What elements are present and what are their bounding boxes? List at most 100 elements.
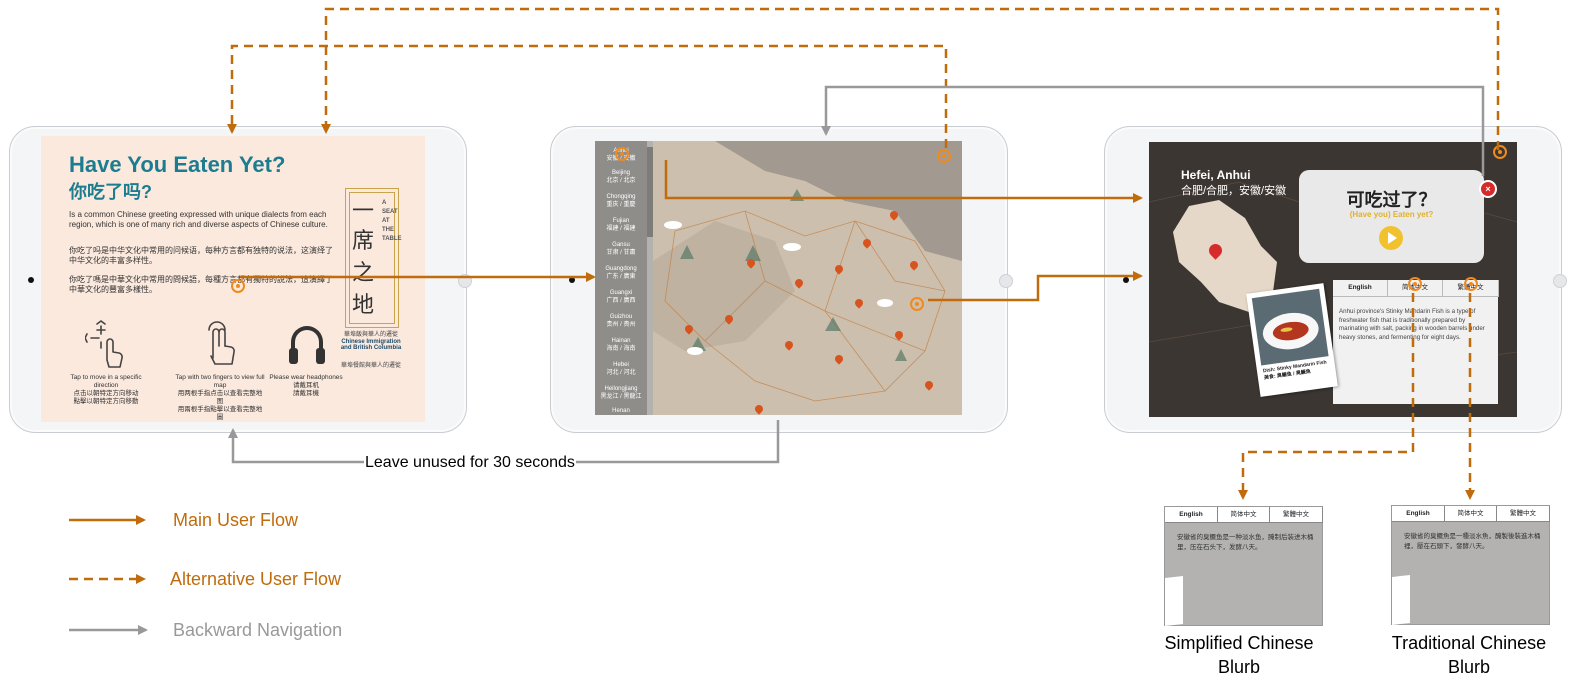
sidebar-item-label-cn: 河北 / 河北 [606, 370, 636, 376]
dish-photo [1251, 288, 1329, 366]
tab-english[interactable]: English [1333, 280, 1388, 297]
headphones-caption-sc: 请戴耳机 [293, 382, 319, 389]
two-finger-caption: Tap with two fingers to view full map 用两… [175, 374, 265, 422]
simplified-blurb-caption: Simplified Chinese Blurb [1164, 633, 1314, 677]
tab-english[interactable]: English [1392, 506, 1445, 522]
traditional-blurb-caption: Traditional Chinese Blurb [1391, 633, 1547, 677]
headphones-caption-tc: 請戴耳機 [293, 390, 319, 397]
two-finger-caption-tc: 用兩根手指點擊以查看完整地圖 [177, 406, 263, 421]
sidebar-item-label-cn: 黑龙江 / 黑龍江 [600, 394, 642, 400]
logo-caption-cn2: 華埠餐館與華人的遷徙 [340, 363, 401, 369]
seat-at-the-table-logo: 一 席 之 地 A SEAT AT THE TABLE [345, 188, 402, 328]
greeting-chinese: 可吃过了？ [1346, 190, 1437, 210]
alternative-flow-arrow [321, 7, 1500, 150]
sidebar-item-henan[interactable]: Henan [595, 407, 647, 415]
sidebar-item-guizhou[interactable]: Guizhou 贵州 / 貴州 [595, 313, 647, 329]
two-finger-caption-en: Tap with two fingers to view full map [175, 374, 265, 389]
sidebar-item-gansu[interactable]: Gansu 甘肃 / 甘肅 [595, 241, 647, 257]
headphones-caption-en: Please wear headphones [269, 374, 343, 381]
tap-move-caption-tc: 點擊以朝特定方向移動 [73, 398, 139, 405]
intro-english: Is a common Chinese greeting expressed w… [69, 210, 328, 229]
sidebar-item-label: Guizhou [609, 314, 633, 320]
greeting-speech-bubble: 可吃过了？ (Have you) Eaten yet? [1299, 170, 1484, 263]
tap-target-hefei-pin[interactable] [910, 297, 924, 311]
ipad-camera [28, 276, 34, 283]
sidebar-scrollbar[interactable] [647, 141, 653, 415]
tap-target-anhui[interactable] [615, 147, 629, 161]
logo-char-2: 席 [352, 229, 375, 254]
legend-backward-navigation: Backward Navigation [173, 620, 343, 640]
tap-target-simplified-tab[interactable] [1408, 277, 1422, 291]
tap-move-caption-sc: 点击以朝特定方向移动 [73, 390, 139, 397]
tap-move-caption-en: Tap to move in a specific direction [70, 374, 142, 389]
tap-move-hand-icon [84, 320, 129, 368]
close-button[interactable]: × [1479, 180, 1497, 198]
ipad-detail-screen: Hefei, Anhui 合肥/合肥，安徽/安徽 可吃过了？ (Have you… [1104, 126, 1567, 433]
welcome-screen: Have You Eaten Yet? 你吃了吗? Is a common Ch… [41, 136, 425, 422]
tap-target-traditional-tab[interactable] [1464, 277, 1478, 291]
tap-target-close[interactable] [1493, 145, 1507, 159]
sidebar-item-label: Fujian [612, 218, 630, 224]
sidebar-item-label-cn: 广西 / 廣西 [606, 298, 636, 304]
ipad-welcome-screen: Have You Eaten Yet? 你吃了吗? Is a common Ch… [9, 126, 472, 433]
ipad-camera [569, 276, 575, 283]
tab-simplified[interactable]: 简体中文 [1218, 507, 1270, 523]
traditional-blurb-preview: English 简体中文 繁體中文 安徽省的臭鱖魚是一種淡水魚，醃製後裝進木桶裡… [1391, 505, 1550, 625]
sidebar-item-label-cn: 北京 / 北京 [606, 178, 636, 184]
sidebar-item-label: Chongqing [606, 194, 636, 200]
sidebar-item-label: Hainan [611, 338, 631, 344]
play-audio-button[interactable] [1379, 226, 1403, 250]
map-background [595, 141, 962, 415]
sidebar-item-label-cn: 广东 / 廣東 [606, 274, 636, 280]
headphones-caption: Please wear headphones 请戴耳机 請戴耳機 [261, 374, 351, 398]
sidebar-item-label: Hebei [613, 362, 629, 368]
sidebar-scroll-thumb[interactable] [647, 147, 653, 237]
sidebar-item-label: Gansu [612, 242, 630, 248]
sidebar-item-label-cn: 甘肃 / 甘肅 [606, 250, 636, 256]
sidebar-item-label-cn: 贵州 / 貴州 [606, 322, 636, 328]
intro-traditional: 你吃了嗎是中華文化中常用的問候語，每種方言都有獨特的說法，這演繹了中華文化的豐富… [69, 275, 333, 294]
logo-char-3: 之 [352, 261, 375, 286]
tab-traditional[interactable]: 繁體中文 [1497, 506, 1550, 522]
logo-caption-cn: 華埠飯與華人的遷徙 [343, 332, 398, 338]
headphones-icon [285, 320, 329, 368]
welcome-subtitle: 你吃了吗? [69, 182, 152, 202]
main-flow-arrow [664, 160, 1143, 203]
alternative-flow-arrow [1238, 293, 1415, 500]
ipad-home-button [999, 273, 1013, 288]
traditional-blurb-text: 安徽省的臭鱖魚是一種淡水魚，醃製後裝進木桶裡，壓在石頭下，發酵八天。 [1404, 533, 1541, 550]
intro-simplified: 你吃了吗是中华文化中常用的问候语，每种方言都有独特的说法，这演绎了中华文化的丰富… [69, 246, 333, 265]
info-button[interactable] [937, 149, 951, 163]
logo-caption-en: Chinese Immigration and British Columbia [340, 339, 402, 351]
backward-nav-arrow [821, 85, 1485, 176]
tap-target-welcome[interactable] [231, 279, 245, 293]
sidebar-item-label: Beijing [611, 170, 630, 176]
two-finger-caption-sc: 用两根手指点击以查看完整地图 [177, 390, 263, 405]
sidebar-item-hebei[interactable]: Hebei 河北 / 河北 [595, 361, 647, 377]
two-finger-tap-icon [199, 320, 243, 368]
legend-main-flow: Main User Flow [173, 510, 299, 530]
tab-simplified[interactable]: 简体中文 [1445, 506, 1497, 522]
ipad-home-button [1553, 273, 1567, 288]
tab-traditional[interactable]: 繁體中文 [1270, 507, 1323, 523]
sidebar-item-label-cn: 福建 / 福建 [606, 226, 636, 232]
food-detail-screen: Hefei, Anhui 合肥/合肥，安徽/安徽 可吃过了？ (Have you… [1149, 142, 1517, 417]
logo-char-1: 一 [352, 199, 375, 224]
tab-english[interactable]: English [1165, 507, 1218, 523]
alternative-flow-arrow [227, 44, 948, 148]
ipad-camera [1123, 276, 1129, 283]
greeting-english: (Have you) Eaten yet? [1349, 210, 1434, 219]
simplified-blurb-preview: English 简体中文 繁體中文 安徽省的臭鳜鱼是一种淡水鱼，腌制后装进木桶里… [1164, 506, 1323, 626]
sidebar-item-fujian[interactable]: Fujian 福建 / 福建 [595, 217, 647, 233]
sidebar-item-beijing[interactable]: Beijing 北京 / 北京 [595, 169, 647, 185]
welcome-title: Have You Eaten Yet? [69, 152, 286, 177]
legend-alternative-flow: Alternative User Flow [170, 569, 342, 589]
